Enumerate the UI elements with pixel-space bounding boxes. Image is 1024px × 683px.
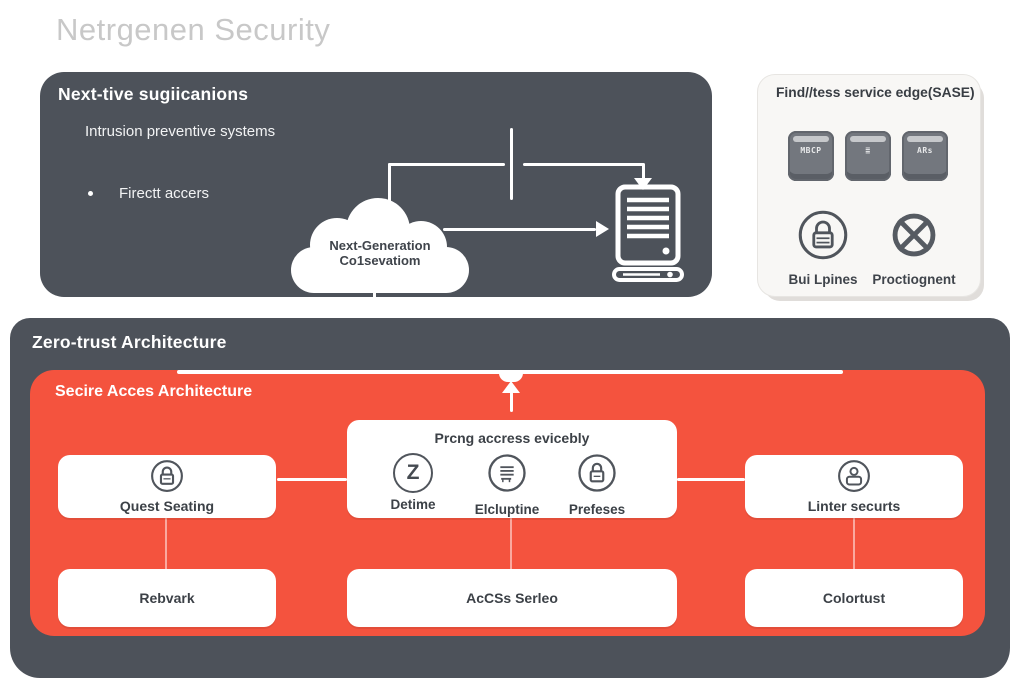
- cloud-icon: [285, 197, 475, 297]
- appliance-cabinet-icon: MBCP: [788, 131, 834, 181]
- cabinet-top-band: [850, 136, 886, 142]
- connector-left-to-center: [277, 478, 347, 481]
- zero-trust-heading: Zero-trust Architecture: [32, 332, 227, 352]
- z-badge-icon: Z: [393, 453, 433, 493]
- user-icon: [837, 459, 871, 498]
- z-badge-glyph: Z: [406, 461, 420, 484]
- bottom-card-label: Rebvark: [139, 590, 195, 606]
- arrow-right-icon: [596, 221, 609, 237]
- page-title: Netrgenen Security: [56, 12, 331, 47]
- server-icon: [610, 183, 686, 283]
- connector-center-column: [510, 518, 512, 570]
- policy-card: Prcng accress evicebly Z Detime: [347, 420, 677, 518]
- connector-horizontal-right: [523, 163, 644, 166]
- connector-horizontal-left: [388, 163, 505, 166]
- guest-card-label: Quest Seating: [119, 498, 215, 514]
- cabinet-label: ≣: [865, 146, 871, 155]
- connector-center-to-right: [677, 478, 745, 481]
- bottom-card: AcCSs Serleo: [347, 569, 677, 627]
- connector-drop-to-server: [642, 163, 645, 180]
- cabinet-label: MBCP: [800, 146, 822, 155]
- bullet-text: Firectt accers: [119, 185, 210, 202]
- bottom-card: Rebvark: [58, 569, 276, 627]
- cloud-label-line1: Next-Generation: [329, 238, 431, 253]
- guest-card: Quest Seating: [58, 455, 276, 518]
- policy-item-label: Prefeses: [568, 502, 626, 517]
- cabinet-top-band: [907, 136, 943, 142]
- policy-item: Elcluptine: [462, 453, 552, 517]
- red-box-top-line: [177, 370, 843, 374]
- top-panel-heading: Next-tive sugiicanions: [58, 84, 249, 104]
- lock-icon: [797, 209, 849, 266]
- connector-left-column: [165, 518, 167, 570]
- sase-item: Proctiognent: [872, 209, 956, 287]
- sase-panel: Find//tess service edge(SASE) MBCP ≣ ARs: [757, 74, 981, 297]
- prohibited-icon: [888, 209, 940, 266]
- policy-item-label: Detime: [390, 497, 436, 512]
- sase-title: Find//tess service edge(SASE): [776, 85, 975, 100]
- arrow-up-icon: [502, 381, 520, 393]
- identity-card: Linter securts: [745, 455, 963, 518]
- bottom-card-label: Colortust: [822, 590, 886, 606]
- appliance-cabinet-icon: ARs: [902, 131, 948, 181]
- bullet-item: Firectt accers: [88, 185, 209, 202]
- policy-item: Prefeses: [552, 453, 642, 517]
- bottom-card-label: AcCSs Serleo: [466, 590, 558, 606]
- cloud-label: Next-Generation Co1sevatiom: [295, 238, 465, 268]
- connector-right-column: [853, 518, 855, 570]
- appliance-cabinet-icon: ≣: [845, 131, 891, 181]
- identity-card-label: Linter securts: [807, 498, 901, 514]
- sase-item-label: Proctiognent: [872, 272, 956, 287]
- connector-drop-to-cloud: [388, 163, 391, 217]
- connector-cloud-to-server: [443, 228, 596, 231]
- server-icon: [487, 453, 527, 498]
- sase-item: Bui Lpines: [786, 209, 860, 287]
- sase-item-label: Bui Lpines: [788, 272, 858, 287]
- connector-vertical-center: [510, 128, 513, 200]
- lock-icon: [150, 459, 184, 498]
- lock-icon: [577, 453, 617, 498]
- policy-card-heading: Prcng accress evicebly: [434, 430, 590, 446]
- zero-trust-panel: Zero-trust Architecture Secire Acces Arc…: [10, 318, 1010, 678]
- top-panel-subheading: Intrusion preventive systems: [85, 123, 276, 140]
- bullet-dot-icon: [88, 191, 93, 196]
- secure-access-box: Secire Acces Architecture Quest Seating: [30, 370, 985, 636]
- secure-access-heading: Secire Acces Architecture: [55, 383, 253, 400]
- nextgen-applications-panel: Next-tive sugiicanions Intrusion prevent…: [40, 72, 712, 297]
- cloud-label-line2: Co1sevatiom: [339, 253, 421, 268]
- policy-item: Z Detime: [368, 453, 458, 512]
- connector-arrow-shaft: [510, 392, 513, 412]
- policy-item-label: Elcluptine: [474, 502, 540, 517]
- connector-notch: [499, 373, 523, 382]
- bottom-card: Colortust: [745, 569, 963, 627]
- cabinet-top-band: [793, 136, 829, 142]
- cabinet-label: ARs: [917, 146, 933, 155]
